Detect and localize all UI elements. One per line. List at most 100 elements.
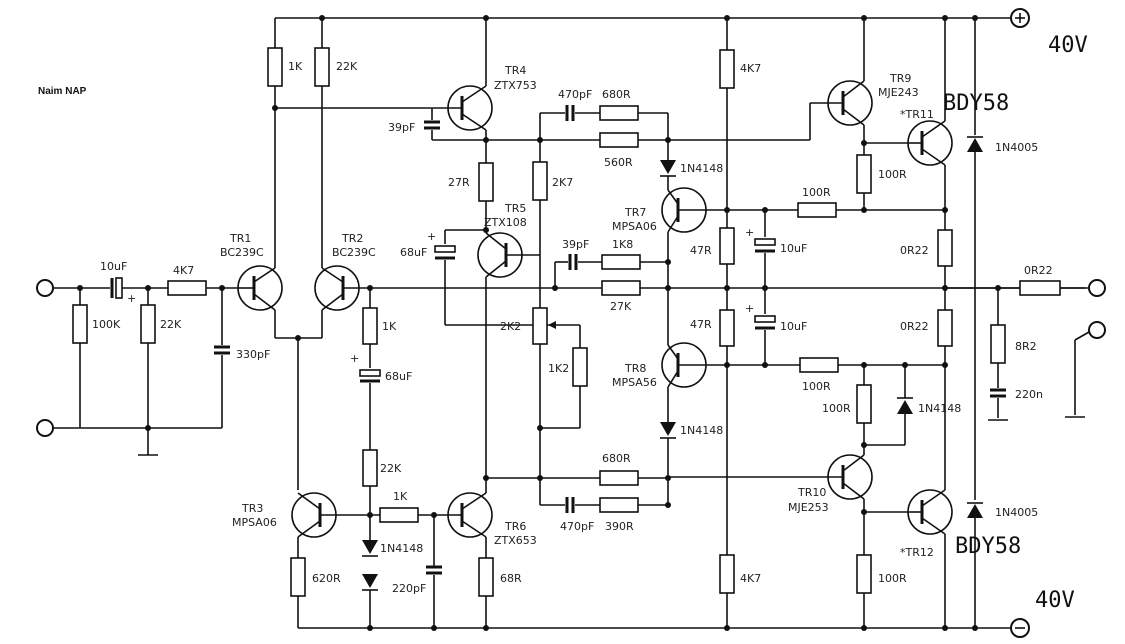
r-1k2-label: 1K2 xyxy=(548,362,569,375)
r-2k7 xyxy=(532,161,548,201)
transistor-tr12 xyxy=(907,489,953,535)
r-27r xyxy=(478,162,494,202)
r-100r-e-label: 100R xyxy=(878,572,907,585)
tr6-part: ZTX653 xyxy=(494,534,537,547)
svg-text:+: + xyxy=(745,226,754,239)
r-8r2-label: 8R2 xyxy=(1015,340,1037,353)
r-68r xyxy=(478,557,494,597)
diode-1n4005-b xyxy=(967,504,983,518)
r-390r xyxy=(599,497,639,513)
output-ground-terminal[interactable] xyxy=(1088,321,1106,339)
r-100k-label: 100K xyxy=(92,318,121,331)
d-1n4148-b-label: 1N4148 xyxy=(680,424,723,437)
junction-dots xyxy=(77,15,1001,631)
r-68r-label: 68R xyxy=(500,572,522,585)
transistor-tr8 xyxy=(661,342,707,388)
r-4k7-top xyxy=(719,49,735,89)
tr5-ref: TR5 xyxy=(504,202,526,215)
tr12-ref: *TR12 xyxy=(900,546,934,559)
transistor-tr1 xyxy=(237,265,283,311)
r-1k2 xyxy=(572,347,588,387)
transistor-tr9 xyxy=(810,80,873,126)
negative-rail xyxy=(298,618,1030,638)
tr8-part: MPSA56 xyxy=(612,376,657,389)
svg-text:+: + xyxy=(350,352,359,365)
tr3-part: MPSA06 xyxy=(232,516,277,529)
r-1k-mid xyxy=(362,307,378,345)
input-ground-terminal[interactable] xyxy=(36,419,54,437)
c-39pf-b-label: 39pF xyxy=(562,238,589,251)
svg-text:+: + xyxy=(427,230,436,243)
c-10uf-b-label: 10uF xyxy=(780,320,807,333)
c-470pf-a-label: 470pF xyxy=(558,88,592,101)
tr2-part: BC239C xyxy=(332,246,376,259)
c-10uf-a-label: 10uF xyxy=(780,242,807,255)
r-47r-b-label: 47R xyxy=(690,318,712,331)
r-680r-a xyxy=(599,105,639,121)
d-1n4148-d-label: 1N4148 xyxy=(918,402,961,415)
r-8r2 xyxy=(990,324,1006,364)
transistor-tr3 xyxy=(291,492,380,538)
r-47r-a xyxy=(719,227,735,265)
r-390r-label: 390R xyxy=(605,520,634,533)
input-terminal[interactable] xyxy=(36,279,54,297)
tr1-part: BC239C xyxy=(220,246,264,259)
tr4-part: ZTX753 xyxy=(494,79,537,92)
supply-pos-label: 40V xyxy=(1048,33,1088,58)
r-100r-a-label: 100R xyxy=(878,168,907,181)
r-0r22-out xyxy=(1019,280,1061,296)
r-0r22-a xyxy=(937,229,953,267)
tr6-ref: TR6 xyxy=(504,520,526,533)
transistor-tr6 xyxy=(447,492,493,538)
r-100r-d-label: 100R xyxy=(822,402,851,415)
r-2k2 xyxy=(532,307,548,345)
r-22k-top xyxy=(314,47,330,87)
r-100r-c xyxy=(799,357,839,373)
r-22k-bot-label: 22K xyxy=(380,462,402,475)
c-330pf-label: 330pF xyxy=(236,348,270,361)
transistor-tr10 xyxy=(668,454,873,500)
d-1n4005-b-label: 1N4005 xyxy=(995,506,1038,519)
r-680r-b xyxy=(599,470,639,486)
r-100r-e xyxy=(856,554,872,594)
r-680r-a-label: 680R xyxy=(602,88,631,101)
r-680r-b-label: 680R xyxy=(602,452,631,465)
r-2k7-label: 2K7 xyxy=(552,176,573,189)
r-100k xyxy=(72,304,88,344)
transistor-tr2 xyxy=(314,265,362,311)
r-100r-b xyxy=(797,202,837,218)
svg-text:+: + xyxy=(127,292,136,305)
c-68uf-b-label: 68uF xyxy=(385,370,412,383)
tr7-part: MPSA06 xyxy=(612,220,657,233)
r-1k-top xyxy=(267,47,283,87)
r-27r-label: 27R xyxy=(448,176,470,189)
schematic-title: Naim NAP xyxy=(38,86,87,97)
r-4k7-in-label: 4K7 xyxy=(173,264,194,277)
r-1k-mid-label: 1K xyxy=(382,320,397,333)
r-1k8 xyxy=(601,254,641,270)
tr3-ref: TR3 xyxy=(241,502,263,515)
r-4k7-top-label: 4K7 xyxy=(740,62,761,75)
transistor-tr4 xyxy=(440,85,493,131)
r-560r-label: 560R xyxy=(604,156,633,169)
r-560r xyxy=(599,132,639,148)
r-47r-b xyxy=(719,309,735,347)
diode-1n4148-c xyxy=(362,540,378,554)
r-100r-b-label: 100R xyxy=(802,186,831,199)
transistor-tr11 xyxy=(907,120,953,166)
supply-neg-label: 40V xyxy=(1035,588,1075,613)
r-0r22-b xyxy=(937,309,953,347)
r-620r xyxy=(290,557,306,597)
tr4-ref: TR4 xyxy=(504,64,526,77)
tr10-part: MJE253 xyxy=(788,501,829,514)
r-1k-top-label: 1K xyxy=(288,60,303,73)
r-47r-a-label: 47R xyxy=(690,244,712,257)
output-terminal[interactable] xyxy=(1088,279,1106,297)
c-220pf-label: 220pF xyxy=(392,582,426,595)
tr8-ref: TR8 xyxy=(624,362,646,375)
tr7-ref: TR7 xyxy=(624,206,646,219)
r-22k-in-label: 22K xyxy=(160,318,182,331)
r-100r-c-label: 100R xyxy=(802,380,831,393)
r-100r-a xyxy=(856,154,872,194)
